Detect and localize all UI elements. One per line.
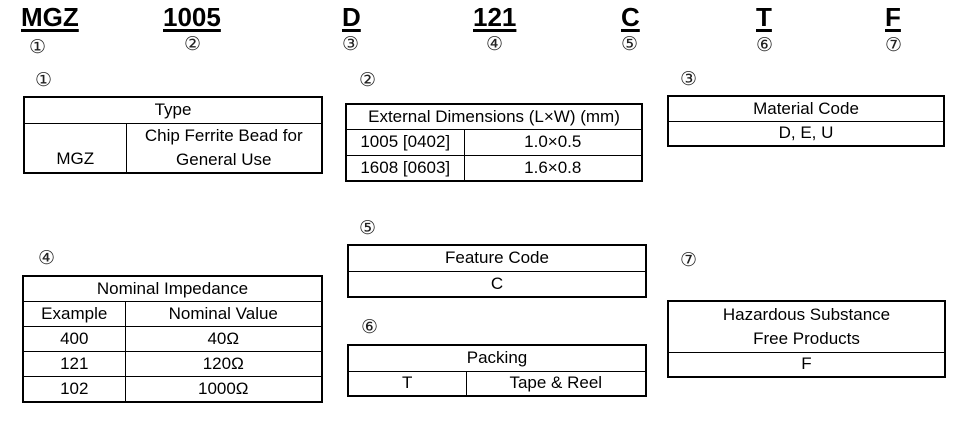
impedance-table: Nominal Impedance Example Nominal Value … — [22, 275, 323, 403]
table-row: MGZ Chip Ferrite Bead for General Use — [23, 122, 323, 174]
impedance-value-cell: 120Ω — [124, 350, 323, 377]
type-description-line2: General Use — [176, 149, 272, 169]
dimensions-value-cell: 1.6×0.8 — [463, 154, 643, 182]
table-row: D, E, U — [667, 120, 945, 147]
section-marker-2: ② — [359, 69, 377, 91]
table-row: 102 1000Ω — [22, 375, 323, 403]
impedance-value-cell: 40Ω — [124, 325, 323, 352]
material-table-header: Material Code — [667, 95, 945, 122]
impedance-col-value: Nominal Value — [124, 300, 323, 327]
impedance-table-header: Nominal Impedance — [22, 275, 323, 302]
table-row: 121 120Ω — [22, 350, 323, 377]
section-marker-3: ③ — [680, 68, 698, 90]
impedance-example-cell: 121 — [22, 350, 126, 377]
feature-value-cell: C — [347, 270, 647, 298]
header-number-7: ⑦ — [885, 34, 903, 56]
code-feature: C — [621, 2, 640, 32]
code-series: MGZ — [21, 2, 79, 32]
type-description-cell: Chip Ferrite Bead for General Use — [125, 122, 323, 174]
table-row: 1005 [0402] 1.0×0.5 — [345, 128, 643, 156]
packing-table: Packing T Tape & Reel — [347, 344, 647, 397]
material-value-cell: D, E, U — [667, 120, 945, 147]
hazard-value-cell: F — [667, 351, 946, 378]
impedance-col-example: Example — [22, 300, 126, 327]
section-marker-6: ⑥ — [361, 316, 379, 338]
dimensions-table: External Dimensions (L×W) (mm) 1005 [040… — [345, 103, 643, 182]
dimensions-value-cell: 1.0×0.5 — [463, 128, 643, 156]
code-hazard: F — [885, 2, 901, 32]
header-number-1: ① — [29, 36, 47, 58]
section-marker-4: ④ — [38, 247, 56, 269]
table-row: C — [347, 270, 647, 298]
dimensions-code-cell: 1608 [0603] — [345, 154, 465, 182]
impedance-value-cell: 1000Ω — [124, 375, 323, 403]
type-code-cell: MGZ — [23, 122, 127, 174]
dimensions-code-cell: 1005 [0402] — [345, 128, 465, 156]
hazard-table: Hazardous Substance Free Products F — [667, 300, 946, 378]
packing-table-header: Packing — [347, 344, 647, 372]
table-row: T Tape & Reel — [347, 370, 647, 397]
header-number-4: ④ — [486, 33, 504, 55]
hazard-title-line2: Free Products — [753, 328, 860, 348]
section-marker-5: ⑤ — [359, 217, 377, 239]
code-dimensions: 1005 — [163, 2, 221, 32]
code-packing: T — [756, 2, 772, 32]
header-number-3: ③ — [342, 33, 360, 55]
code-impedance: 121 — [473, 2, 517, 32]
section-marker-7: ⑦ — [680, 249, 698, 271]
table-row: 400 40Ω — [22, 325, 323, 352]
header-number-2: ② — [184, 33, 202, 55]
feature-table-header: Feature Code — [347, 244, 647, 272]
packing-value-cell: Tape & Reel — [465, 370, 647, 397]
material-table: Material Code D, E, U — [667, 95, 945, 147]
section-marker-1: ① — [35, 69, 53, 91]
dimensions-table-header: External Dimensions (L×W) (mm) — [345, 103, 643, 130]
feature-table: Feature Code C — [347, 244, 647, 298]
hazard-table-header: Hazardous Substance Free Products — [667, 300, 946, 353]
type-table: Type MGZ Chip Ferrite Bead for General U… — [23, 96, 323, 174]
type-description-line1: Chip Ferrite Bead for — [144, 125, 303, 145]
table-row: 1608 [0603] 1.6×0.8 — [345, 154, 643, 182]
hazard-title-line1: Hazardous Substance — [722, 304, 891, 324]
impedance-example-cell: 400 — [22, 325, 126, 352]
impedance-example-cell: 102 — [22, 375, 126, 403]
packing-code-cell: T — [347, 370, 467, 397]
table-row: F — [667, 351, 946, 378]
type-table-header: Type — [23, 96, 323, 124]
code-material: D — [342, 2, 361, 32]
header-number-6: ⑥ — [756, 34, 774, 56]
header-number-5: ⑤ — [621, 33, 639, 55]
